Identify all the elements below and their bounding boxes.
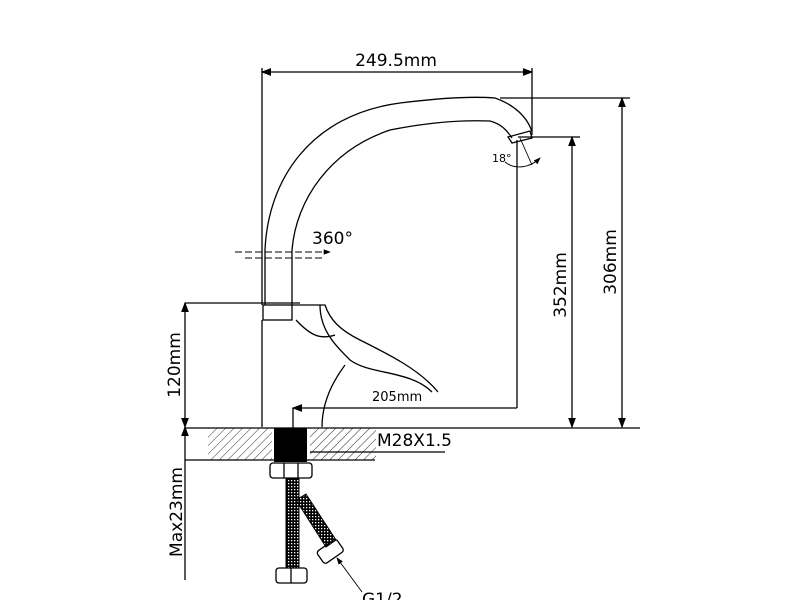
total-height-dimension: 306mm [500, 96, 630, 429]
mounting-shank [269, 428, 313, 479]
hose-connection-callout: G1/2 [336, 557, 403, 600]
max-thickness-dimension: Max23mm [167, 425, 189, 580]
outlet-height-dimension: 352mm [518, 135, 580, 429]
supply-hoses [275, 477, 344, 584]
max-thickness-label: Max23mm [167, 467, 187, 557]
projection-label: 205mm [372, 390, 422, 405]
body-height-label: 120mm [165, 332, 185, 398]
faucet-body [261, 304, 439, 428]
rotation-indicator: 360° [235, 229, 353, 259]
outlet-height-label: 352mm [551, 252, 571, 318]
countertop: M28X1.5 [185, 427, 640, 461]
spout: 18° [264, 96, 541, 305]
reach-label: 249.5mm [355, 51, 437, 71]
total-height-label: 306mm [601, 229, 621, 295]
body-height-dimension: 120mm [165, 301, 300, 429]
angle-label: 18° [492, 152, 512, 165]
thread-label: M28X1.5 [377, 431, 452, 451]
projection-dimension: 205mm [291, 140, 518, 428]
reach-dimension: 249.5mm [260, 51, 534, 305]
hose-connection-label: G1/2 [362, 590, 403, 600]
rotation-label: 360° [312, 229, 353, 249]
